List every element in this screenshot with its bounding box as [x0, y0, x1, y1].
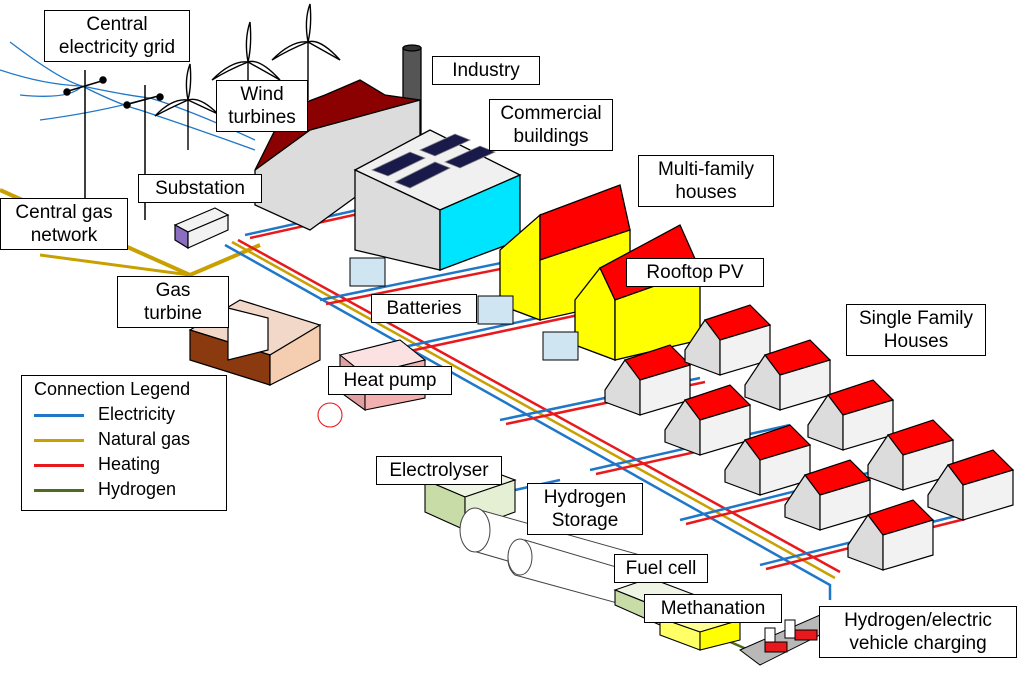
label-methanation: Methanation — [644, 594, 782, 623]
commercial-building — [353, 129, 522, 271]
label-central-gas-line1: Central gas — [15, 202, 113, 223]
label-fuel-cell: Fuel cell — [614, 554, 708, 583]
label-multi-family-line2: houses — [675, 182, 737, 203]
legend-label-hydrogen: Hydrogen — [98, 479, 177, 499]
label-central-grid-line2: electricity grid — [58, 37, 176, 58]
label-central-grid: Central electricity grid — [44, 10, 190, 62]
legend-label-electricity: Electricity — [98, 404, 176, 424]
label-hydrogen-storage-line1: Hydrogen — [543, 487, 627, 508]
wind-turbine-icon — [271, 3, 341, 100]
legend-item-electricity: Electricity — [34, 404, 224, 426]
label-rooftop-pv: Rooftop PV — [626, 258, 764, 287]
label-vehicle-charging-line2: vehicle charging — [849, 633, 987, 654]
label-single-family: Single Family Houses — [846, 304, 986, 356]
label-central-gas: Central gas network — [0, 198, 128, 250]
battery-stacks — [349, 257, 579, 361]
single-family-houses — [604, 304, 1015, 571]
label-gas-turbine-line1: Gas — [155, 280, 191, 301]
wind-turbine-icon — [211, 21, 281, 115]
legend-title: Connection Legend — [34, 379, 191, 399]
label-single-family-line1: Single Family — [858, 308, 974, 329]
label-gas-turbine-line2: turbine — [143, 303, 203, 324]
label-hydrogen-storage-line2: Storage — [551, 510, 619, 531]
label-heat-pump: Heat pump — [328, 366, 452, 395]
label-central-gas-line2: network — [30, 225, 98, 246]
label-gas-turbine: Gas turbine — [117, 276, 229, 328]
legend-swatch-natural-gas — [34, 439, 84, 442]
legend-swatch-heating — [34, 464, 84, 467]
label-wind-turbines: Wind turbines — [216, 80, 308, 132]
legend-label-natural-gas: Natural gas — [98, 429, 191, 449]
legend-item-natural-gas: Natural gas — [34, 429, 224, 451]
label-electrolyser: Electrolyser — [376, 456, 502, 485]
label-wind-turbines-line2: turbines — [228, 107, 296, 128]
label-batteries: Batteries — [371, 294, 477, 323]
label-commercial-line2: buildings — [513, 126, 589, 147]
label-wind-turbines-line1: Wind — [240, 84, 284, 105]
label-industry: Industry — [432, 56, 540, 85]
legend-item-heating: Heating — [34, 454, 224, 476]
connection-legend: Connection Legend Electricity Natural ga… — [21, 375, 227, 511]
label-hydrogen-storage: Hydrogen Storage — [527, 483, 643, 535]
legend-item-hydrogen: Hydrogen — [34, 479, 224, 501]
legend-swatch-hydrogen — [34, 489, 84, 492]
substation-box — [173, 207, 230, 250]
label-vehicle-charging: Hydrogen/electric vehicle charging — [819, 606, 1017, 658]
label-central-grid-line1: Central — [86, 14, 148, 35]
label-multi-family-line1: Multi-family — [657, 159, 755, 180]
label-single-family-line2: Houses — [883, 331, 949, 352]
label-vehicle-charging-line1: Hydrogen/electric — [844, 610, 992, 631]
label-multi-family: Multi-family houses — [638, 155, 774, 207]
legend-label-heating: Heating — [98, 454, 161, 474]
label-substation: Substation — [138, 174, 262, 203]
legend-swatch-electricity — [34, 414, 84, 417]
label-commercial-line1: Commercial — [500, 103, 602, 124]
wind-turbine-icon — [154, 63, 219, 150]
label-commercial: Commercial buildings — [489, 99, 613, 151]
